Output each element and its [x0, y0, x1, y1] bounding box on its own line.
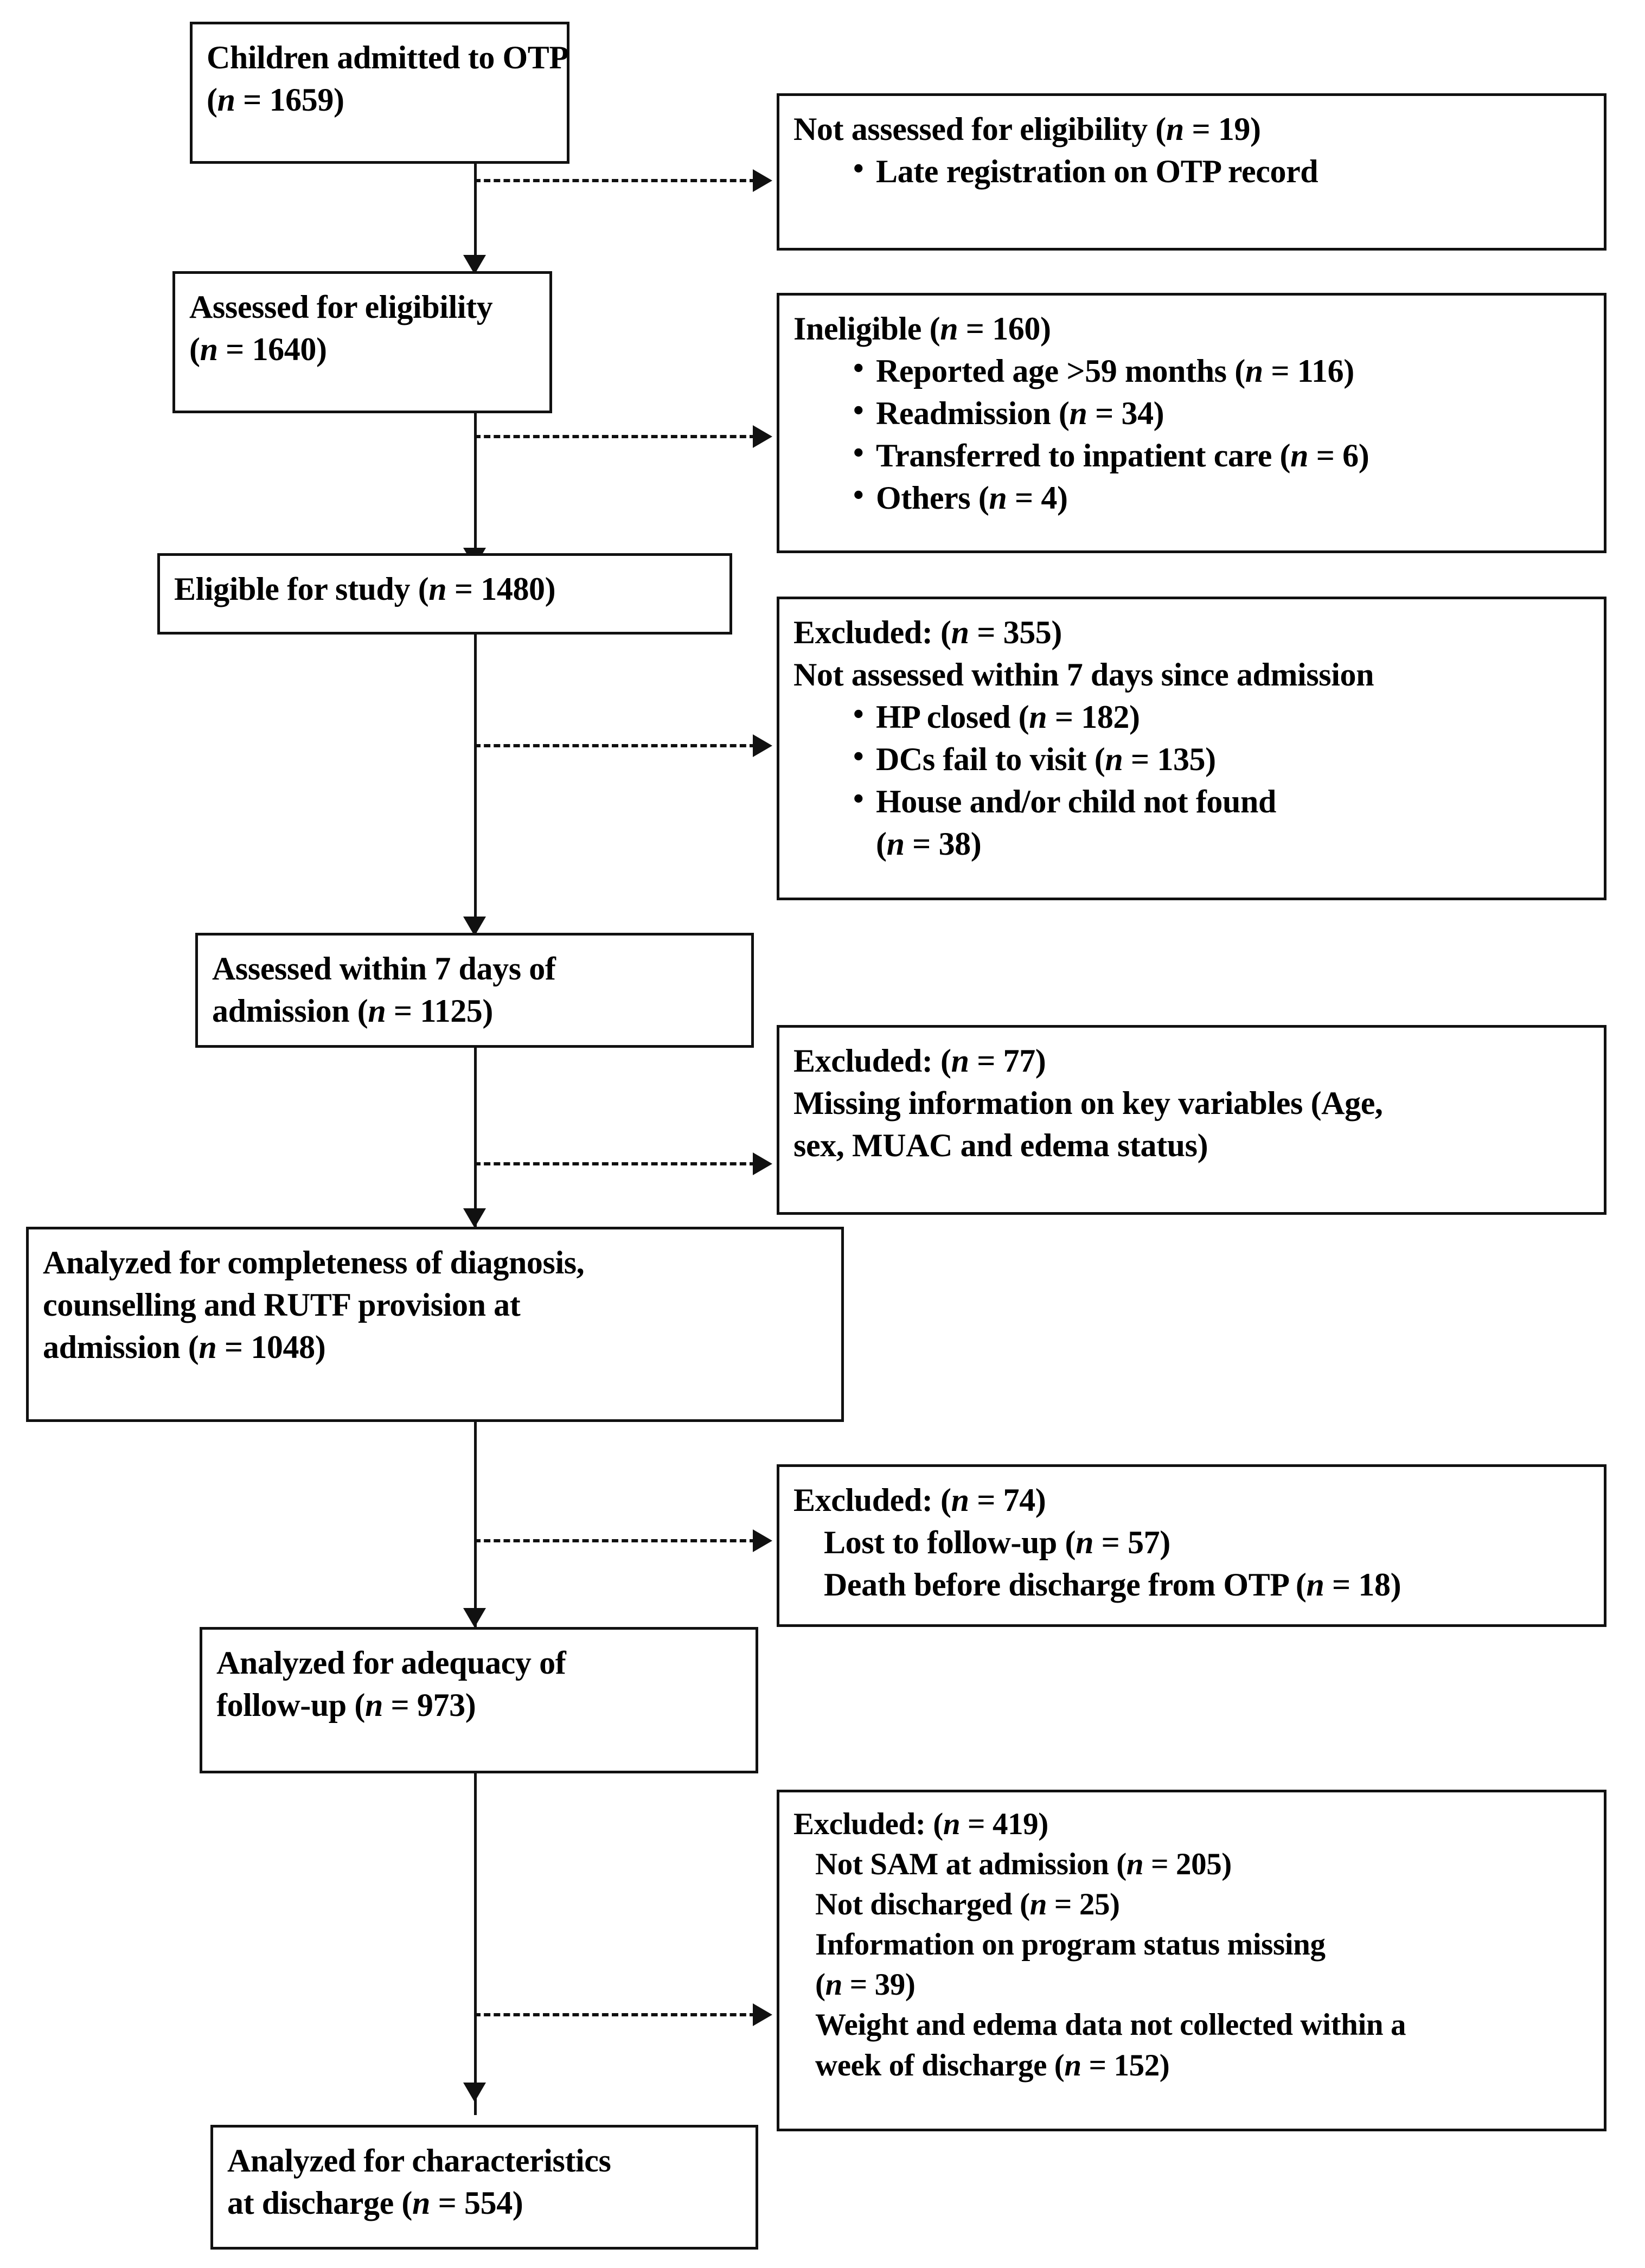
list-item: Transferred to inpatient care (n = 6) — [793, 433, 1590, 477]
node-analyzed-discharge[interactable]: Analyzed for characteristics at discharg… — [210, 2125, 758, 2250]
bullet-list: Reported age >59 months (n = 116) Readmi… — [793, 349, 1590, 519]
list-item: Late registration on OTP record — [793, 149, 1590, 193]
bullet-list: Late registration on OTP record — [793, 149, 1590, 193]
node-line: Excluded: (n = 74) — [793, 1482, 1046, 1518]
list-item: week of discharge (n = 152) — [815, 2048, 1170, 2083]
node-assessed-within-7-days[interactable]: Assessed within 7 days of admission (n =… — [195, 933, 754, 1048]
node-line: sex, MUAC and edema status) — [793, 1127, 1208, 1163]
node-excluded-355[interactable]: Excluded: (n = 355) Not assessed within … — [777, 597, 1606, 900]
node-line: Analyzed for characteristics — [227, 2143, 611, 2179]
node-children-admitted[interactable]: Children admitted to OTP (n = 1659) — [190, 22, 569, 164]
node-assessed-eligibility[interactable]: Assessed for eligibility (n = 1640) — [172, 271, 552, 413]
branch-line-excluded-419 — [474, 2013, 756, 2016]
node-excluded-419[interactable]: Excluded: (n = 419) Not SAM at admission… — [777, 1790, 1606, 2131]
connector-7days-to-completeness — [474, 1047, 477, 1247]
list-item: Lost to follow-up (n = 57) — [824, 1524, 1170, 1560]
node-line: Ineligible (n = 160) — [793, 311, 1051, 347]
branch-arrow-excluded-74 — [753, 1529, 772, 1552]
node-line: Not assessed within 7 days since admissi… — [793, 657, 1374, 693]
branch-line-excluded-77 — [474, 1162, 756, 1165]
node-line: Missing information on key variables (Ag… — [793, 1085, 1383, 1121]
node-line: (n = 1640) — [189, 331, 327, 367]
node-line: Excluded: (n = 355) — [793, 614, 1062, 650]
branch-line-not-assessed — [474, 179, 756, 182]
list-item: House and/or child not found — [793, 779, 1590, 823]
branch-arrow-ineligible — [753, 425, 772, 448]
connector-completeness-to-adequacy — [474, 1421, 477, 1643]
node-not-assessed-eligibility[interactable]: Not assessed for eligibility (n = 19) La… — [777, 93, 1606, 251]
list-item: Readmission (n = 34) — [793, 391, 1590, 434]
node-excluded-77[interactable]: Excluded: (n = 77) Missing information o… — [777, 1025, 1606, 1215]
bullet-list: HP closed (n = 182) DCs fail to visit (n… — [793, 695, 1590, 823]
arrow-7days-to-completeness — [463, 1208, 486, 1228]
node-line: follow-up (n = 973) — [216, 1687, 476, 1723]
node-analyzed-completeness[interactable]: Analyzed for completeness of diagnosis, … — [26, 1227, 844, 1422]
list-item: Not SAM at admission (n = 205) — [815, 1847, 1232, 1882]
branch-arrow-not-assessed — [753, 169, 772, 192]
node-line: Excluded: (n = 77) — [793, 1043, 1046, 1079]
sub-list: Not SAM at admission (n = 205) Not disch… — [793, 1844, 1590, 2086]
list-item: Death before discharge from OTP (n = 18) — [824, 1567, 1401, 1603]
node-line: Not assessed for eligibility (n = 19) — [793, 111, 1261, 147]
node-excluded-74[interactable]: Excluded: (n = 74) Lost to follow-up (n … — [777, 1464, 1606, 1627]
list-item: Information on program status missing — [815, 1927, 1326, 1962]
branch-line-excluded-74 — [474, 1539, 756, 1542]
node-line: Analyzed for adequacy of — [216, 1645, 566, 1681]
list-item: Others (n = 4) — [793, 476, 1590, 519]
list-item: Reported age >59 months (n = 116) — [793, 349, 1590, 392]
arrow-completeness-to-adequacy — [463, 1608, 486, 1628]
node-line: Assessed for eligibility — [189, 289, 493, 325]
node-line: counselling and RUTF provision at — [43, 1287, 521, 1323]
branch-arrow-excluded-77 — [753, 1152, 772, 1175]
node-eligible-for-study[interactable]: Eligible for study (n = 1480) — [157, 553, 732, 635]
node-line: Assessed within 7 days of — [212, 951, 556, 986]
connector-assessed-to-eligible — [474, 412, 477, 575]
arrow-adequacy-to-discharge — [463, 2083, 486, 2102]
list-item: (n = 39) — [815, 1968, 916, 2002]
branch-arrow-excluded-419 — [753, 2003, 772, 2026]
connector-eligible-to-7days — [474, 632, 477, 957]
node-line: admission (n = 1048) — [43, 1329, 326, 1365]
list-item: DCs fail to visit (n = 135) — [793, 737, 1590, 780]
node-line: Children admitted to OTP — [207, 40, 569, 75]
node-line: Excluded: (n = 419) — [793, 1807, 1048, 1841]
node-line: admission (n = 1125) — [212, 993, 493, 1029]
connector-adequacy-to-discharge — [474, 1773, 477, 2115]
bullet-continuation: (n = 38) — [876, 826, 982, 862]
branch-line-ineligible — [474, 435, 756, 438]
node-ineligible[interactable]: Ineligible (n = 160) Reported age >59 mo… — [777, 293, 1606, 553]
node-line: Analyzed for completeness of diagnosis, — [43, 1245, 585, 1280]
branch-line-excluded-355 — [474, 744, 756, 747]
list-item: Weight and edema data not collected with… — [815, 2008, 1406, 2042]
branch-arrow-excluded-355 — [753, 734, 772, 757]
node-analyzed-adequacy[interactable]: Analyzed for adequacy of follow-up (n = … — [200, 1627, 758, 1773]
list-item: HP closed (n = 182) — [793, 695, 1590, 738]
sub-list: Lost to follow-up (n = 57) Death before … — [793, 1521, 1590, 1606]
node-line: Eligible for study (n = 1480) — [174, 571, 556, 607]
node-line: (n = 1659) — [207, 82, 344, 118]
list-item: Not discharged (n = 25) — [815, 1887, 1120, 1922]
node-line: at discharge (n = 554) — [227, 2185, 523, 2221]
